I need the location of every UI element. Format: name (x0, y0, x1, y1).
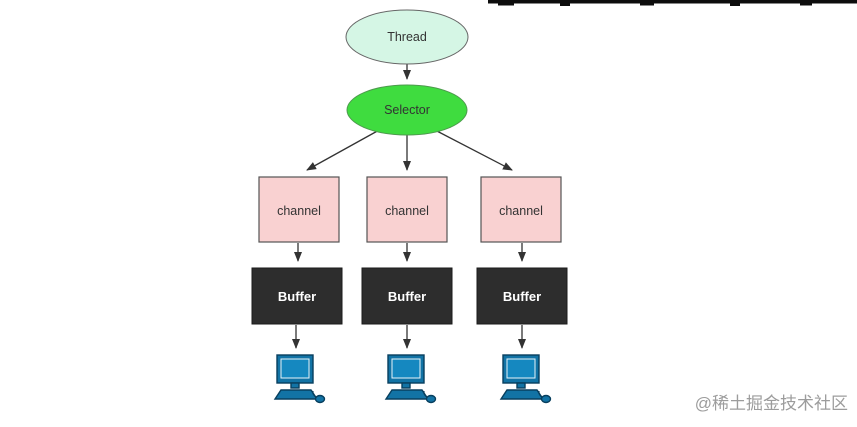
cropped-content-artifact (488, 0, 857, 6)
computer-icon-left (274, 354, 326, 404)
selector-node (346, 84, 468, 136)
thread-label: Thread (387, 30, 427, 44)
connectors (292, 64, 526, 349)
channel-node-middle (366, 176, 448, 243)
arrow-selector-channel-left (306, 128, 382, 171)
computer-icon-right (500, 354, 552, 404)
buffer-node-right (476, 267, 568, 325)
buffer-label-right: Buffer (503, 289, 541, 304)
buffer-label-left: Buffer (278, 289, 316, 304)
buffer-node-left (251, 267, 343, 325)
watermark: @稀土掘金技术社区 (695, 394, 848, 413)
buffer-node-middle (361, 267, 453, 325)
channel-node-right (480, 176, 562, 243)
computer-icon-middle (385, 354, 437, 404)
channel-label-middle: channel (385, 204, 429, 218)
arrow-selector-channel-right (432, 128, 513, 171)
thread-node (345, 9, 469, 65)
channel-node-left (258, 176, 340, 243)
selector-label: Selector (384, 103, 430, 117)
channel-label-right: channel (499, 204, 543, 218)
buffer-label-middle: Buffer (388, 289, 426, 304)
channel-label-left: channel (277, 204, 321, 218)
